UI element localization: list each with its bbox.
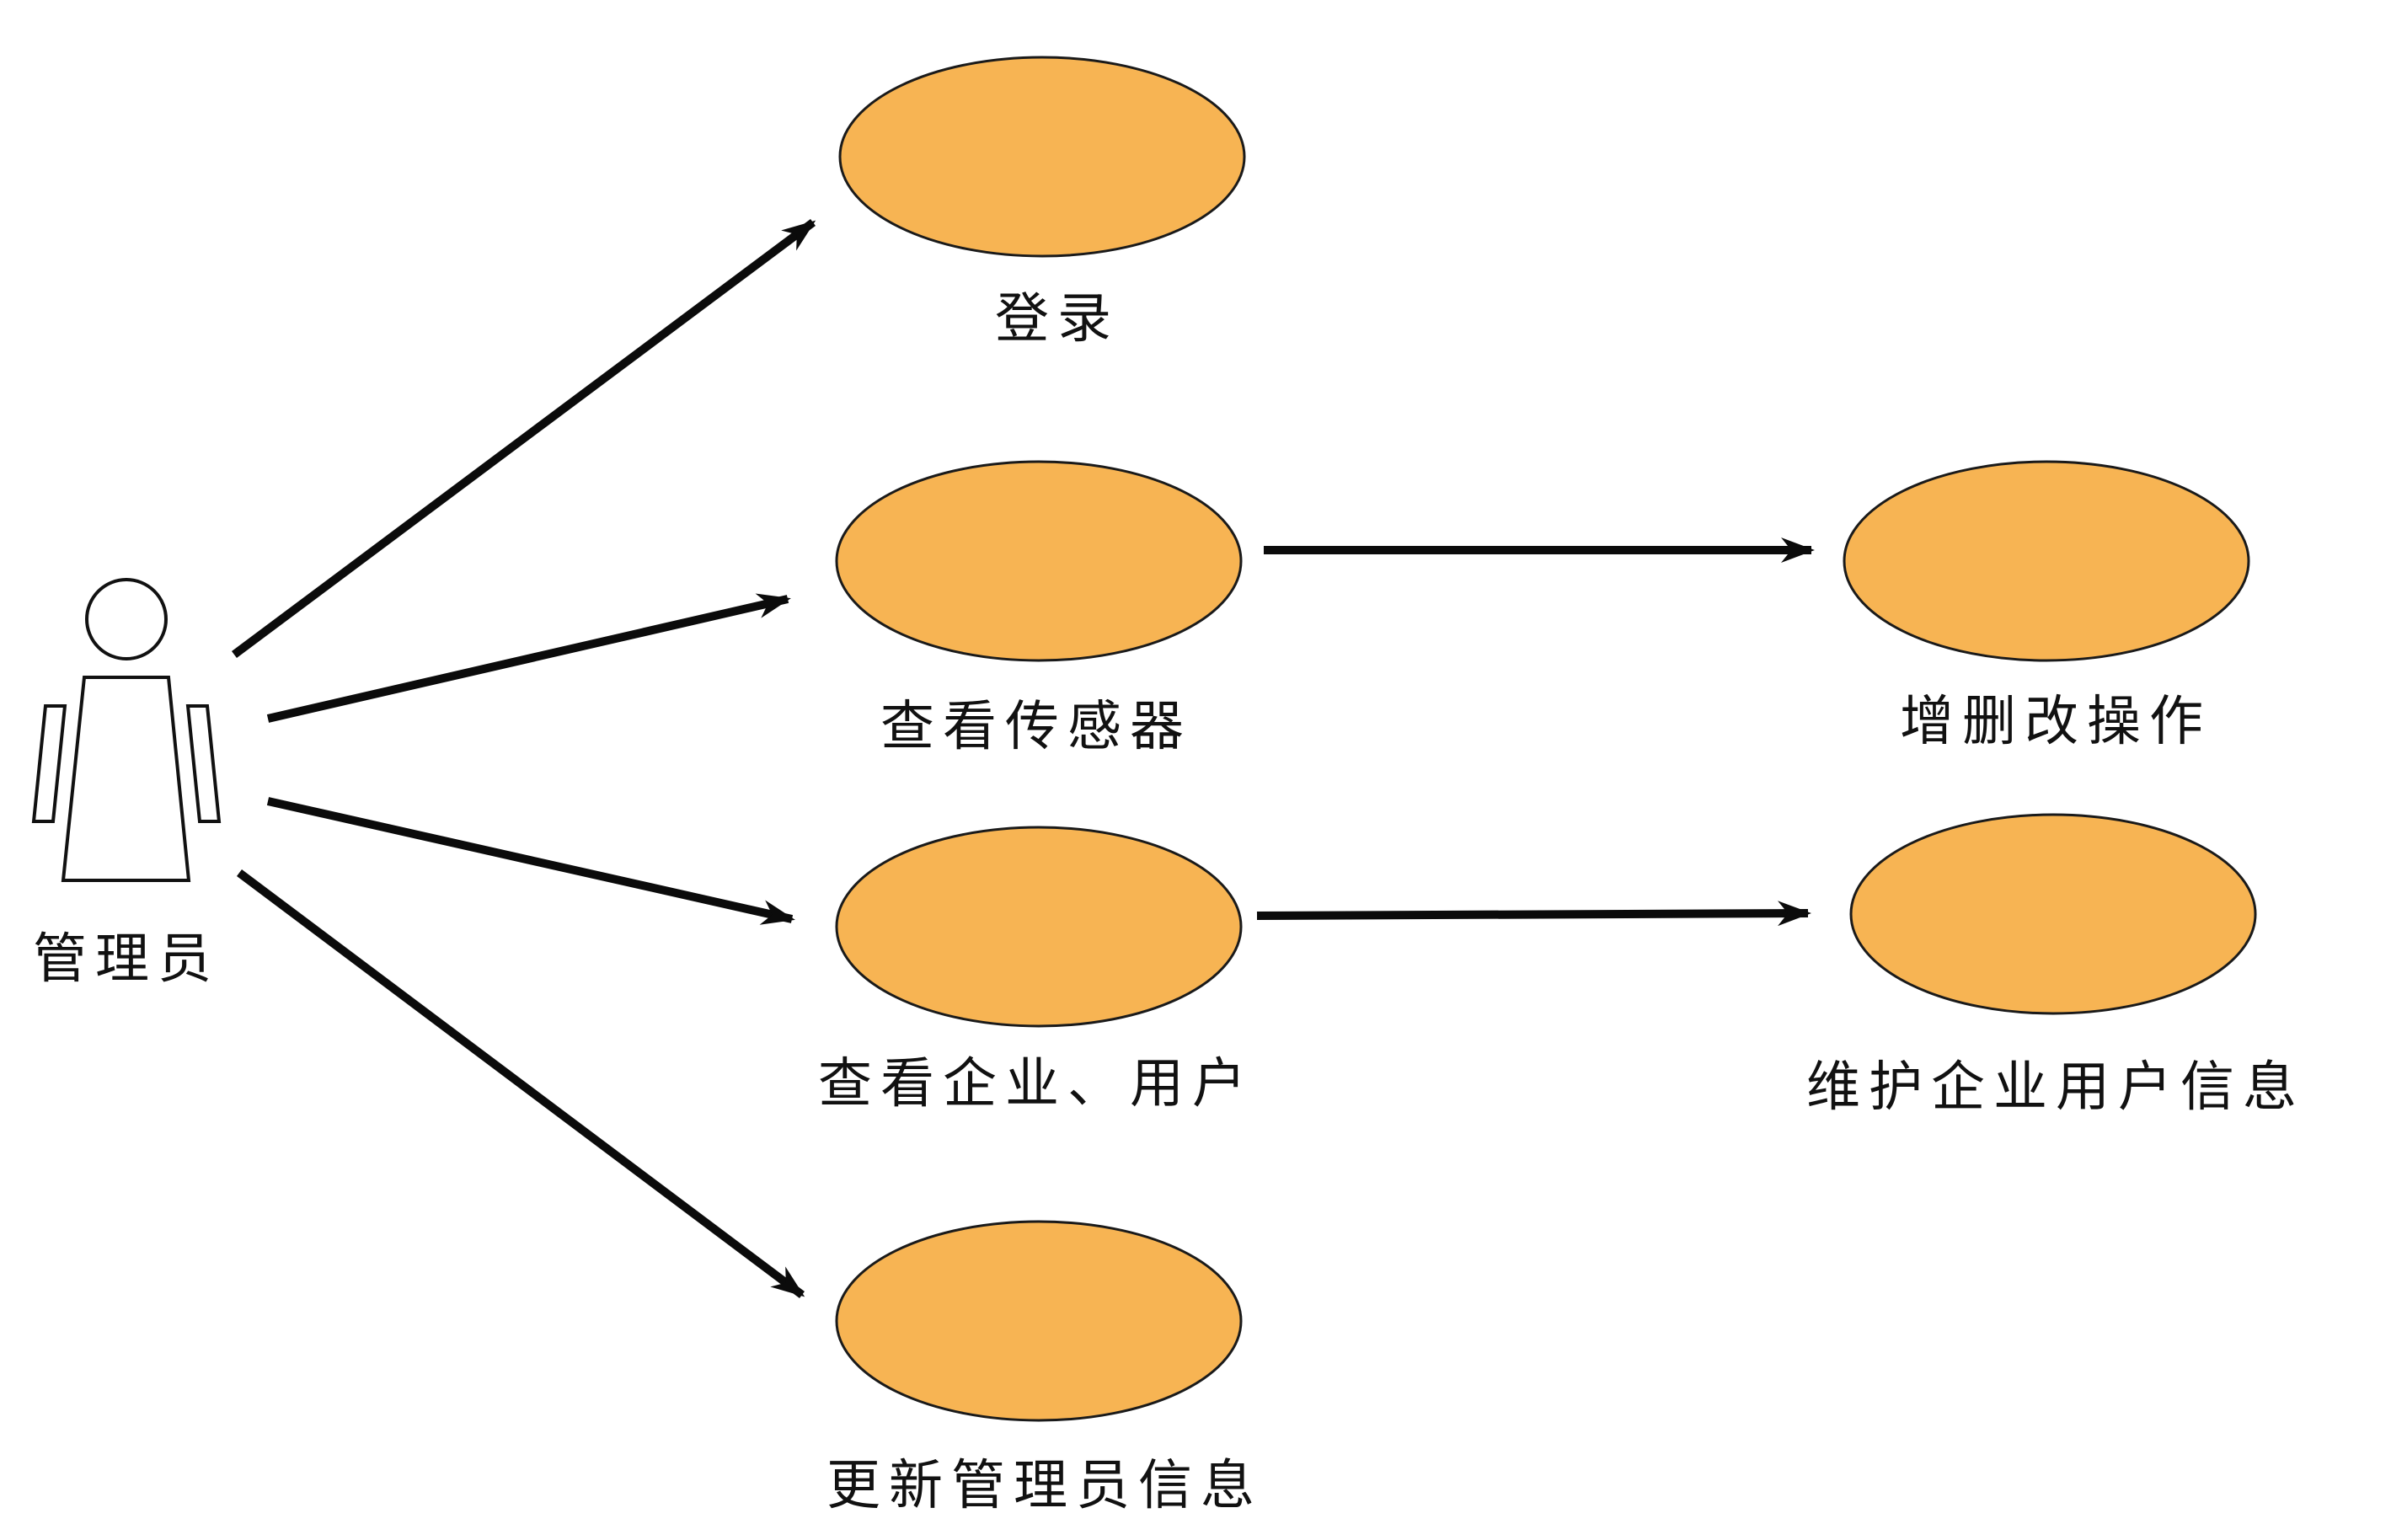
use-case-crud-operations: 增删改操作 xyxy=(1843,460,2250,753)
actor-left-arm xyxy=(31,704,67,823)
use-case-update-admin-info-label: 更新管理员信息 xyxy=(826,1455,1263,1517)
use-case-maintain-company-user-info-ellipse xyxy=(1849,813,2257,1015)
use-case-view-companies-users-ellipse xyxy=(835,826,1243,1028)
arrow-view-companies-to-maintain xyxy=(1256,901,1811,927)
actor-admin: 管理员 xyxy=(31,578,222,991)
use-case-maintain-company-user-info: 维护企业用户信息 xyxy=(1806,813,2305,1119)
use-case-view-companies-users: 查看企业、用户 xyxy=(818,826,1254,1115)
arrow-actor-to-view-companies-users xyxy=(266,797,795,925)
use-case-update-admin-info-ellipse xyxy=(835,1220,1243,1422)
arrow-actor-to-login xyxy=(232,218,816,659)
use-case-login-label: 登录 xyxy=(995,288,1120,350)
use-case-crud-operations-label: 增删改操作 xyxy=(1900,691,2212,753)
use-case-view-sensors-label: 查看传感器 xyxy=(880,696,1192,758)
actor-body xyxy=(61,676,191,882)
actor-head xyxy=(85,578,168,660)
arrow-actor-to-view-sensors xyxy=(266,593,791,723)
actor-label: 管理员 xyxy=(33,928,220,991)
actor-right-arm xyxy=(185,704,222,823)
use-case-login: 登录 xyxy=(838,56,1246,350)
use-case-view-sensors: 查看传感器 xyxy=(835,460,1243,758)
use-case-login-ellipse xyxy=(838,56,1246,258)
use-case-view-sensors-ellipse xyxy=(835,460,1243,662)
use-case-view-companies-users-label: 查看企业、用户 xyxy=(818,1053,1254,1115)
use-case-maintain-company-user-info-label: 维护企业用户信息 xyxy=(1806,1056,2305,1119)
arrow-actor-to-update-admin-info xyxy=(237,869,805,1298)
use-case-update-admin-info: 更新管理员信息 xyxy=(826,1220,1263,1517)
use-case-crud-operations-ellipse xyxy=(1843,460,2250,662)
